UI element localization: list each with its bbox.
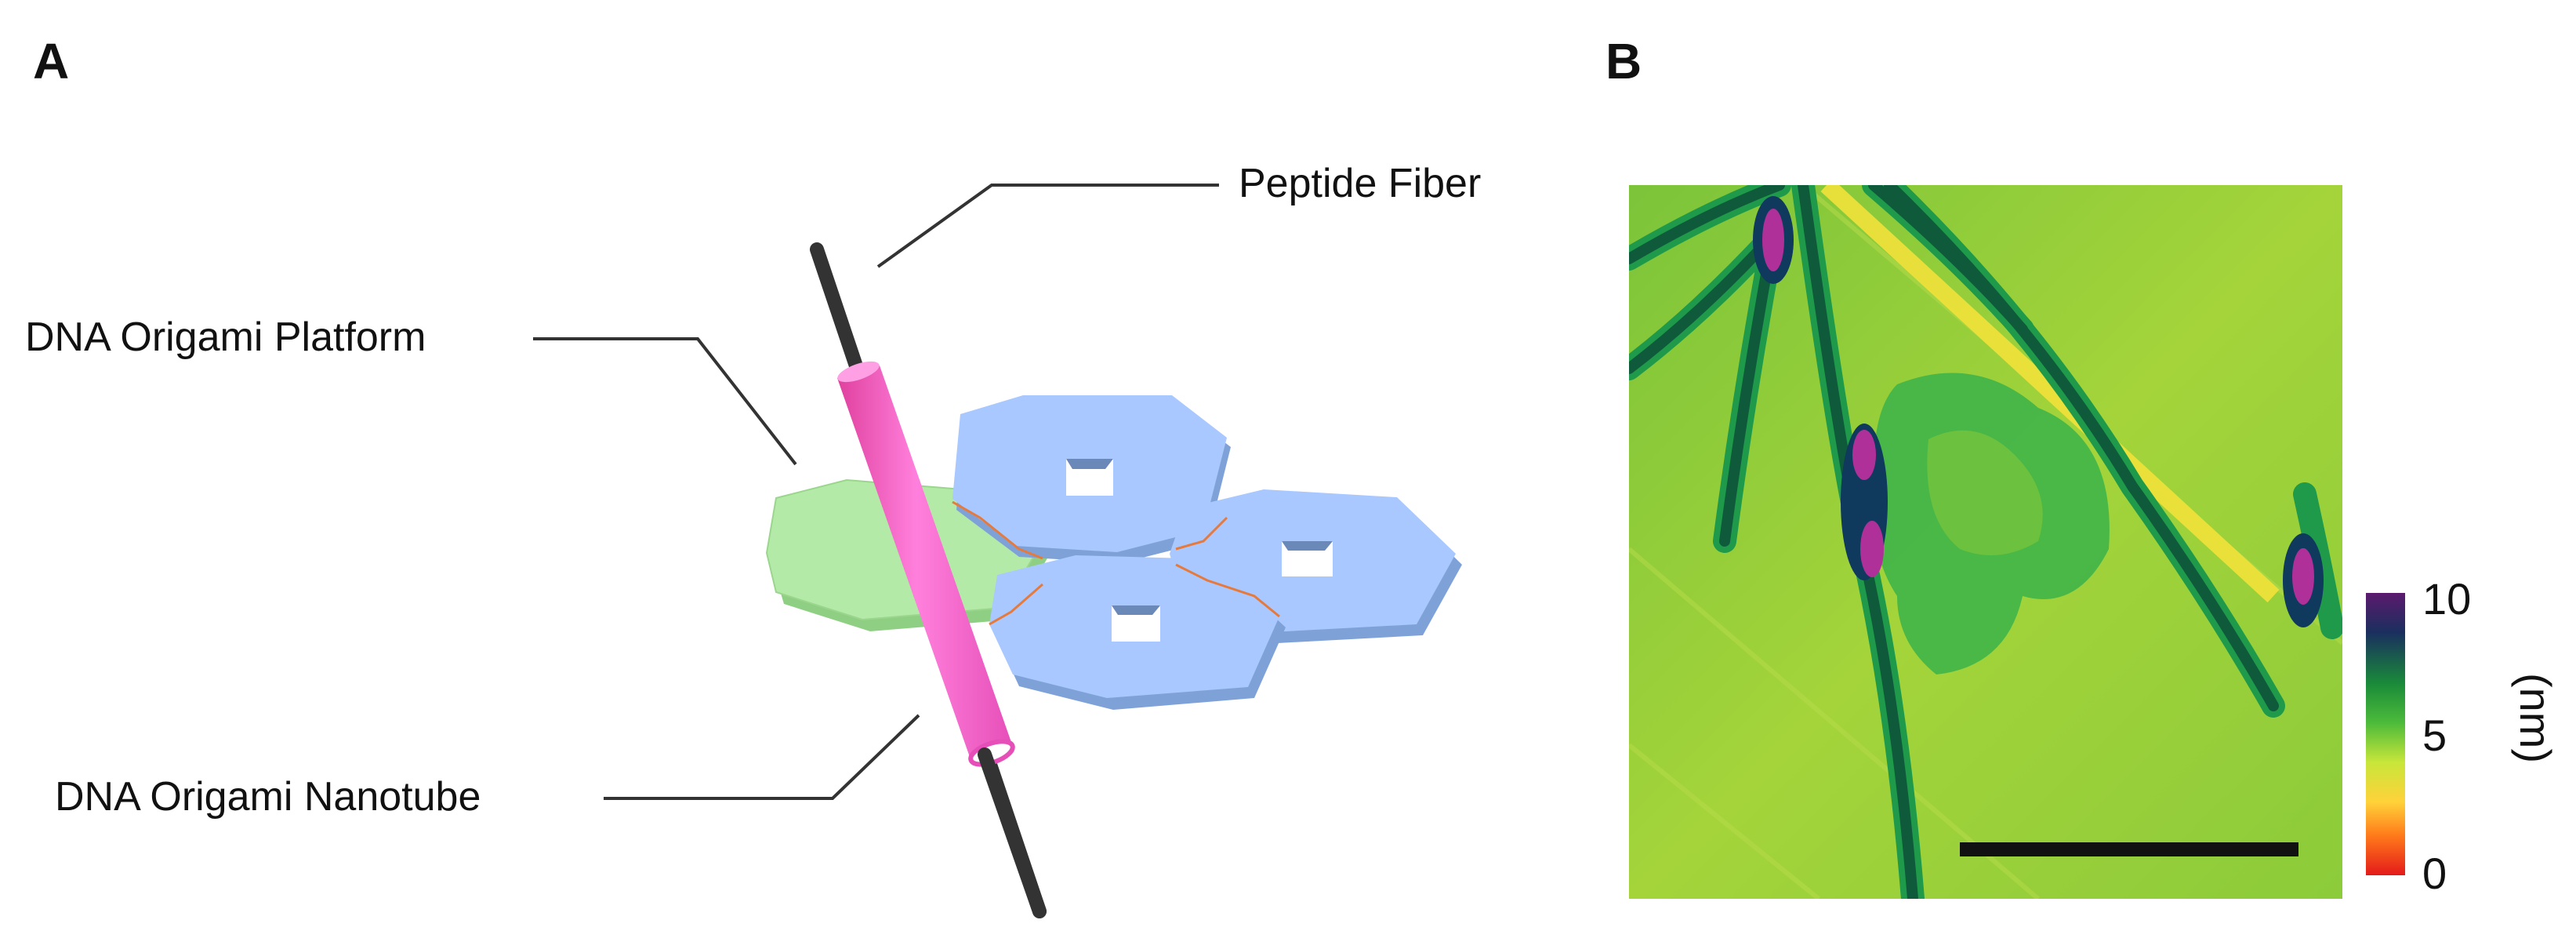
afm-peaks (1753, 196, 2324, 627)
leader-line-peptide (876, 184, 1219, 268)
colorbar-tick-5: 5 (2422, 711, 2447, 760)
leader-line-platform (533, 337, 797, 466)
colorbar-tick-10: 10 (2422, 574, 2472, 624)
panel-letter-b: B (1605, 33, 1642, 89)
colorbar-unit: (nm) (2511, 673, 2560, 764)
platform-tile-blue-bottom (989, 555, 1286, 710)
leader-line-nanotube (604, 714, 920, 800)
scale-bar (1960, 842, 2298, 856)
label-peptide-fiber: Peptide Fiber (1239, 161, 1482, 206)
platform-tile-blue-top (952, 395, 1231, 563)
platform-seams (952, 500, 1280, 626)
panel-letter-a: A (33, 33, 70, 89)
peptide-fiber-front (978, 747, 1047, 918)
colorbar-tick-0: 0 (2422, 849, 2447, 898)
afm-origami-structure (1872, 373, 2110, 674)
colorbar (2366, 593, 2405, 875)
label-dna-origami-platform: DNA Origami Platform (25, 315, 426, 360)
label-dna-origami-nanotube: DNA Origami Nanotube (55, 774, 481, 820)
